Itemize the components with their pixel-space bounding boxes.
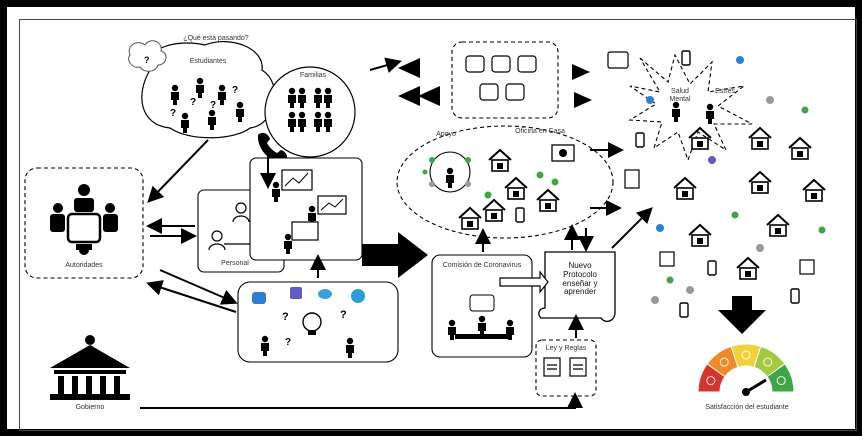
- gauge-face-icon: [706, 376, 716, 386]
- svg-text:?: ?: [340, 309, 347, 321]
- svg-text:?: ?: [210, 100, 216, 111]
- figure-inner-border: [19, 19, 857, 431]
- arrow-protocol-to-houses: [611, 207, 653, 249]
- government-building-icon: [50, 335, 130, 400]
- gauge-hub: [742, 388, 750, 396]
- government-label: Gobierno: [75, 404, 105, 411]
- students-group-icon: ? ? ? ?: [170, 77, 244, 133]
- staff-label: Personal: [221, 260, 249, 267]
- protocol-scroll: [538, 251, 616, 323]
- arrow-comm-to-authorities: [146, 280, 237, 313]
- stress-star-shape: [628, 53, 753, 162]
- devices-icons: [607, 50, 815, 318]
- big-arrow-down-to-gauge: [718, 296, 766, 334]
- laws-box: [535, 339, 597, 397]
- gauge-face-icon: [719, 357, 729, 367]
- stress-label: Estrés: [715, 88, 735, 95]
- svg-text:?: ?: [144, 55, 150, 65]
- arrow-families-to-eye: [369, 57, 402, 73]
- support-label: Apoyo: [436, 131, 456, 138]
- protocol-label: Nuevo Protocolo enseñar y aprender: [562, 261, 598, 297]
- home-office-label: Oficina en Casa: [515, 128, 565, 135]
- home-office-houses: [458, 144, 575, 230]
- video-meeting-box: [451, 41, 559, 119]
- gauge-face-icon: [741, 350, 751, 360]
- support-cloud: [396, 125, 614, 239]
- arrow-government-line: [140, 392, 583, 409]
- svg-text:?: ?: [282, 311, 289, 323]
- meeting-table-icon: [50, 184, 118, 255]
- satisfaction-gauge: [697, 343, 795, 396]
- authorities-label: Autoridades: [65, 262, 103, 269]
- teacher-board-icon: [272, 169, 347, 254]
- families-circle: [264, 66, 356, 158]
- gauge-segment: [766, 363, 795, 393]
- telephone-icon: [257, 132, 288, 163]
- commission-meeting-icon: [448, 294, 514, 340]
- document-icons: [543, 357, 587, 377]
- video-grid-icon: [465, 55, 537, 101]
- svg-text:?: ?: [170, 108, 176, 119]
- question-label: ¿Qué está pasando?: [183, 35, 249, 42]
- megaphone-icons: [398, 58, 592, 108]
- satisfaction-label: Satisfacción del estudiante: [705, 404, 789, 411]
- svg-text:?: ?: [232, 85, 238, 96]
- thought-bubble-icon: [128, 40, 167, 72]
- support-network-icon: [422, 151, 471, 193]
- gauge-face-icon: [776, 376, 786, 386]
- laws-label: Ley y Reglas: [545, 345, 587, 352]
- arrow-students-to-authorities: [147, 139, 209, 203]
- mental-health-label: Salud Mental: [669, 88, 691, 103]
- svg-text:?: ?: [190, 97, 196, 108]
- gauge-face-icon: [763, 357, 773, 367]
- commission-label: Comisión de Coronavirus: [442, 262, 522, 269]
- authorities-box: [24, 167, 144, 279]
- svg-text:?: ?: [285, 337, 291, 348]
- home-learning-houses: [673, 127, 826, 280]
- arrow-commission-to-protocol: [499, 270, 549, 294]
- arrow-authorities-to-comm: [159, 269, 238, 305]
- big-arrow-center: [362, 232, 428, 278]
- families-label: Familias: [299, 72, 327, 79]
- communication-icons: ? ? ?: [252, 287, 365, 358]
- students-label: Estudiantes: [189, 58, 227, 65]
- app-dots: [646, 56, 826, 304]
